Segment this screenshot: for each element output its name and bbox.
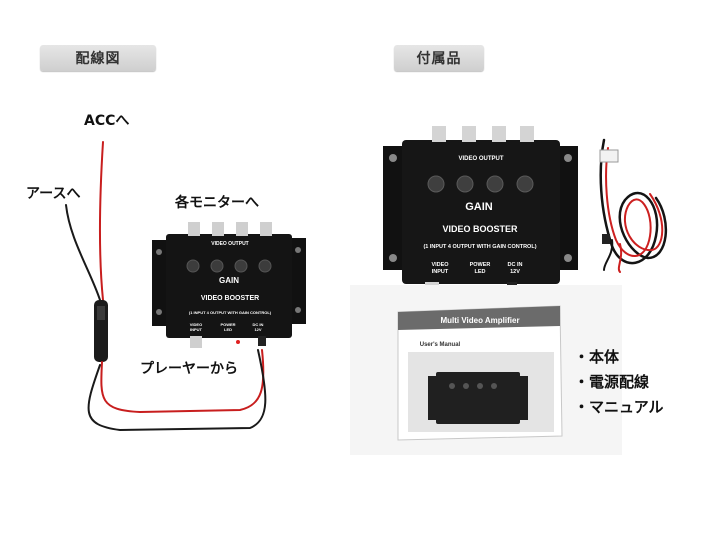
left-device-power-1: POWER (220, 322, 235, 327)
left-device-title: VIDEO BOOSTER (201, 295, 259, 302)
accessory-item-manual: ・マニュアル (574, 398, 664, 416)
manual-photo: Multi Video Amplifier User's Manual (350, 285, 622, 455)
left-device-gain: GAIN (219, 276, 239, 285)
right-device-power-1: POWER (470, 262, 491, 268)
accessories-tag: 付属品 (394, 45, 484, 71)
right-device-dc-2: 12V (510, 269, 520, 275)
manual-title: Multi Video Amplifier (440, 316, 519, 325)
left-device-video-input-1: VIDEO (190, 322, 202, 327)
accessory-item-body: ・本体 (574, 348, 620, 366)
wiring-diagram-tag: 配線図 (40, 45, 156, 71)
right-device-title: VIDEO BOOSTER (442, 224, 518, 234)
manual-subtitle: User's Manual (420, 342, 461, 348)
label-acc: ACCへ (84, 113, 130, 129)
left-device-video-input-2: INPUT (190, 327, 203, 332)
right-device-dc-1: DC IN (508, 262, 523, 268)
right-device: VIDEO OUTPUT GAIN VIDEO BOOSTER (1 INPUT… (383, 126, 578, 298)
label-monitors: 各モニターへ (175, 195, 259, 211)
label-ground: アースへ (26, 186, 81, 202)
accessories-title: 付属品 (416, 51, 462, 67)
right-device-video-input-2: INPUT (432, 269, 449, 275)
label-player: プレーヤーから (140, 361, 238, 377)
wiring-diagram-title: 配線図 (75, 51, 121, 67)
accessory-item-power-cable: ・電源配線 (574, 373, 650, 391)
right-device-video-output: VIDEO OUTPUT (458, 156, 503, 162)
right-device-video-input-1: VIDEO (431, 262, 449, 268)
left-device-power-2: LED (224, 327, 232, 332)
left-device: VIDEO OUTPUT GAIN VIDEO BOOSTER (1 INPUT… (152, 222, 306, 348)
left-device-subtitle: (1 INPUT 4 OUTPUT WITH GAIN CONTROL) (189, 310, 272, 315)
left-device-video-output: VIDEO OUTPUT (211, 241, 249, 247)
left-device-dc-2: 12V (254, 327, 261, 332)
right-device-power-2: LED (475, 269, 486, 275)
right-device-subtitle: (1 INPUT 4 OUTPUT WITH GAIN CONTROL) (423, 244, 536, 250)
power-wires (65, 141, 267, 432)
left-device-dc-1: DC IN (253, 322, 264, 327)
right-device-gain: GAIN (465, 201, 493, 213)
power-cable-photo (599, 138, 668, 273)
